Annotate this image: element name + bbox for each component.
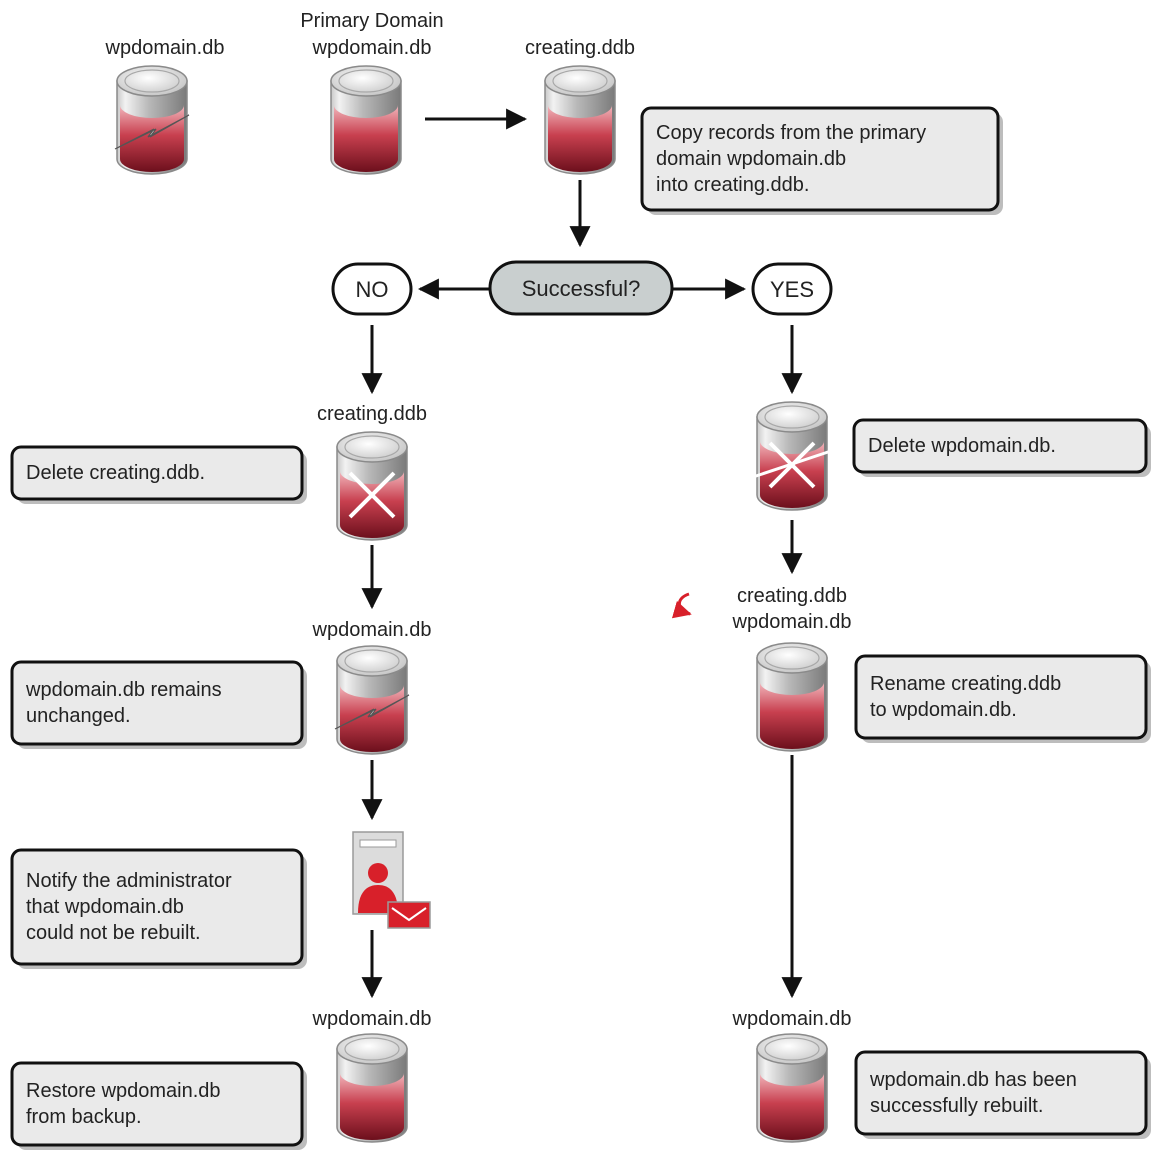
decision-no-node: NO [331,262,413,316]
note-line: that wpdomain.db [26,896,184,918]
note-line: wpdomain.db has been [869,1069,1077,1091]
creating-database-icon [544,65,616,175]
note-line: Notify the administrator [26,870,232,892]
decision-yes-label: YES [770,277,814,302]
db-labels: wpdomain.db Primary Domain wpdomain.db c… [105,10,852,1030]
database-icons [114,65,832,1143]
note-line: unchanged. [26,705,131,727]
note-delete-creating: Delete creating.ddb. [10,445,307,504]
note-line: Copy records from the primary [656,122,926,144]
notes: Copy records from the primary domain wpdo… [10,106,1151,1150]
note-line: successfully rebuilt. [870,1095,1043,1117]
note-line: to wpdomain.db. [870,699,1017,721]
no-deleted-creating-database-icon [336,431,408,541]
note-line: into creating.ddb. [656,174,809,196]
note-notify-administrator: Notify the administrator that wpdomain.db… [10,848,307,969]
note-line: wpdomain.db remains [25,679,222,701]
final-database-icon [756,1033,828,1143]
creating-top-label: creating.ddb [525,37,635,59]
note-delete-wpdomain: Delete wpdomain.db. [852,418,1151,477]
note-copy-records: Copy records from the primary domain wpdo… [640,106,1003,215]
lightning-break-icon [334,694,410,730]
decision-yes-node: YES [751,262,833,316]
yes-deleted-wpdomain-database-icon [752,401,832,511]
restore-database-icon [336,1033,408,1143]
top-broken-database-icon [114,65,190,175]
note-line: Delete creating.ddb. [26,462,205,484]
flow-arrows [361,108,803,999]
primary-database-icon [330,65,402,175]
note-rename-creating: Rename creating.ddb to wpdomain.db. [854,654,1151,743]
note-line: Rename creating.ddb [870,673,1061,695]
yes-rename-from-label: creating.ddb [737,585,847,607]
delete-x-icon [752,441,832,489]
yes-final-label: wpdomain.db [732,1008,852,1030]
lightning-break-icon [114,114,190,150]
decision-no-label: NO [356,277,389,302]
primary-caption: Primary Domain [300,10,443,32]
note-restore-backup: Restore wpdomain.db from backup. [10,1061,307,1150]
note-line: could not be rebuilt. [26,922,201,944]
no-broken-database-icon [334,645,410,755]
no-final-label: wpdomain.db [312,1008,432,1030]
notify-administrator-icon [352,831,431,929]
note-line: from backup. [26,1106,142,1128]
no-creating-label: creating.ddb [317,403,427,425]
rename-arrow-icon [671,592,692,619]
primary-db-label: wpdomain.db [312,37,432,59]
note-line: domain wpdomain.db [656,148,846,170]
decision-question: Successful? [522,276,641,301]
note-wpdomain-unchanged: wpdomain.db remains unchanged. [10,660,307,749]
envelope-icon [387,901,431,929]
note-line: Delete wpdomain.db. [868,435,1056,457]
no-wpdomain-label: wpdomain.db [312,619,432,641]
delete-x-icon [348,471,396,519]
note-line: Restore wpdomain.db [26,1080,221,1102]
note-successfully-rebuilt: wpdomain.db has been successfully rebuilt… [854,1050,1151,1139]
yes-rename-to-label: wpdomain.db [732,611,852,633]
decision-node: Successful? [488,260,674,316]
renamed-database-icon [756,642,828,752]
top-broken-db-label: wpdomain.db [105,37,225,59]
